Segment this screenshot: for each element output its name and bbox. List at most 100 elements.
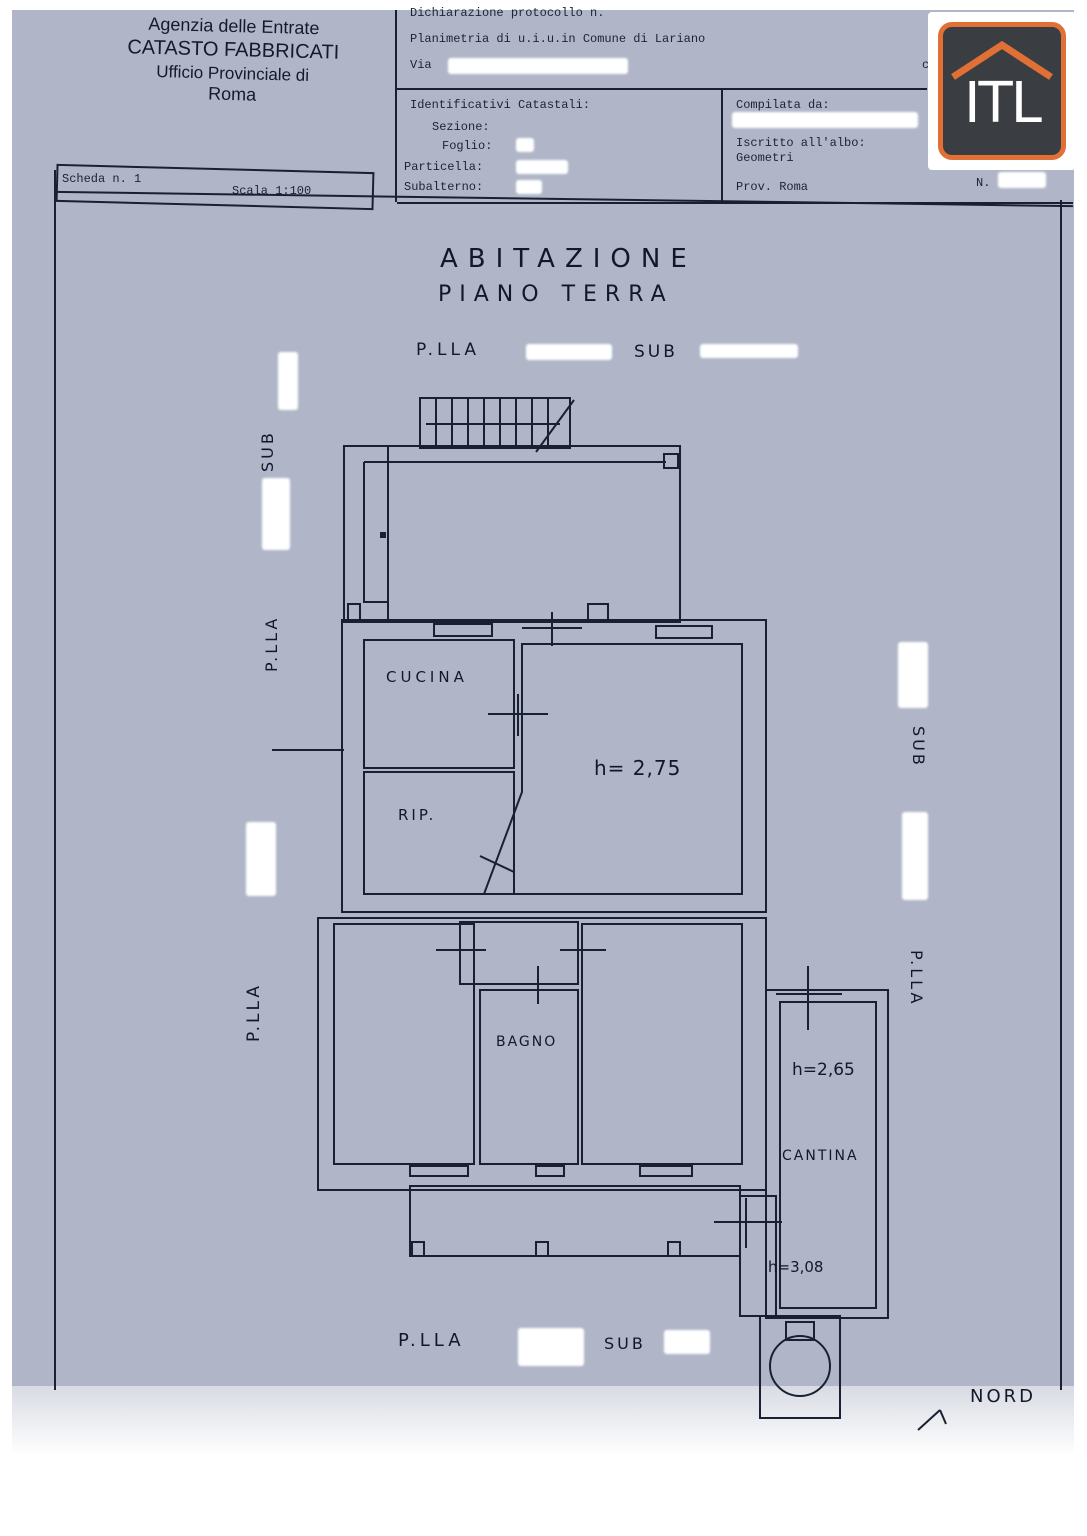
top-neighbor-sub: SUB (634, 342, 678, 362)
left-plla-lower: P.LLA (244, 983, 264, 1042)
redaction-subalterno (516, 180, 542, 194)
header-bottom-rule (397, 202, 1073, 204)
bottom-neighbor-plla: P.LLA (398, 1330, 465, 1351)
window-top-right (655, 625, 713, 639)
door-rip (479, 855, 515, 873)
identificativi-label: Identificativi Catastali: (410, 98, 591, 112)
geometri-label: Geometri (736, 151, 794, 165)
n-label: N. (976, 176, 991, 190)
porch-side-wall (343, 445, 389, 623)
well-notch (785, 1321, 815, 1341)
corridor (459, 921, 579, 985)
porch-inner-outline (363, 461, 666, 603)
redaction-top-plla (526, 344, 612, 360)
cantina-door (714, 1198, 782, 1248)
stair-door-marker (380, 532, 386, 538)
redaction-left-mid (262, 478, 290, 550)
cantina-inner (779, 1001, 877, 1309)
redaction-n (998, 172, 1046, 188)
porch-outer (343, 445, 681, 623)
redaction-right-mid (902, 812, 928, 900)
window-bottom-1 (409, 1165, 469, 1177)
north-arrow (917, 1409, 947, 1431)
lower-block-outer (317, 917, 767, 1191)
pillar-1 (663, 453, 679, 469)
redaction-bottom-sub (664, 1330, 710, 1354)
pillar-2 (347, 603, 361, 621)
room-label-bagno: BAGNO (496, 1034, 558, 1050)
left-room (333, 923, 475, 1165)
left-sub-label: SUB (258, 430, 277, 472)
corridor-doors (436, 949, 606, 1004)
stair-direction (535, 399, 575, 453)
logo-text: ITL (964, 71, 1042, 136)
top-neighbor-plla: P.LLA (416, 340, 480, 360)
cucina-room (363, 639, 515, 769)
compilata-label: Compilata da: (736, 98, 830, 112)
right-sub-label: SUB (909, 726, 928, 768)
redaction-compilata (732, 112, 918, 128)
pillar-bottom-2 (535, 1241, 549, 1257)
redaction-via (448, 58, 628, 74)
room-label-cantina: CANTINA (782, 1148, 859, 1164)
redaction-foglio (516, 138, 534, 152)
height-cantina-upper: h=2,65 (792, 1060, 855, 1080)
living-room (482, 643, 743, 895)
pillar-3 (587, 603, 609, 623)
redaction-bottom-plla (518, 1328, 584, 1366)
window-bottom-3 (639, 1165, 693, 1177)
logo-frame: ITL (938, 22, 1066, 160)
header-divider-horizontal (397, 88, 927, 90)
redaction-top-sub (700, 344, 798, 358)
right-plla-label: P.LLA (907, 950, 926, 1007)
north-label: NORD (970, 1386, 1036, 1407)
protocol-line: Dichiarazione protocollo n. (410, 6, 605, 20)
page-shadow (12, 1386, 1074, 1456)
redaction-left-lower (246, 822, 276, 896)
plan-subtitle: PIANO TERRA (438, 282, 674, 307)
cadastral-sheet (12, 10, 1074, 1390)
sezione-label: Sezione: (432, 120, 490, 134)
frame-right-rule (1060, 200, 1062, 1390)
frame-left-rule (54, 170, 56, 1390)
cantina-outer (765, 989, 889, 1319)
prov-label: Prov. Roma (736, 180, 809, 194)
height-cantina-lower: h=3,08 (768, 1258, 824, 1276)
itl-logo: ITL (928, 12, 1076, 170)
well-enclosure (759, 1315, 841, 1419)
plan-title: ABITAZIONE (440, 244, 697, 274)
via-label: Via (410, 58, 432, 72)
window-bottom-2 (535, 1165, 565, 1177)
room-label-cucina: CUCINA (386, 668, 468, 686)
well-circle (769, 1335, 831, 1397)
height-main: h= 2,75 (594, 756, 682, 780)
left-plla-upper: P.LLA (262, 615, 281, 672)
particella-label: Particella: (404, 160, 484, 174)
planimetria-line: Planimetria di u.i.u.in Comune di Larian… (410, 32, 706, 46)
scheda-number: Scheda n. 1 (62, 172, 142, 186)
staircase (419, 397, 571, 449)
pillar-bottom-3 (667, 1241, 681, 1257)
room-label-rip: RIP. (398, 806, 437, 824)
cantina-stair-box (739, 1195, 777, 1317)
iscritto-label: Iscritto all'albo: (736, 136, 866, 150)
bagno-room (479, 989, 579, 1165)
header-divider-vertical-2 (721, 90, 723, 202)
redaction-particella (516, 160, 568, 174)
bottom-porch (409, 1185, 741, 1257)
bottom-neighbor-sub: SUB (604, 1334, 646, 1353)
redaction-right-top (898, 642, 928, 708)
pillar-bottom-1 (411, 1241, 425, 1257)
rip-room (363, 771, 515, 895)
house-roof-icon (951, 40, 1053, 80)
foglio-label: Foglio: (442, 139, 493, 153)
main-block-outer (341, 619, 767, 913)
door-cucina (488, 694, 548, 736)
right-room (581, 923, 743, 1165)
subalterno-label: Subalterno: (404, 180, 484, 194)
door-top-entry (522, 612, 582, 646)
stair-treads (426, 398, 560, 448)
window-top-left (433, 623, 493, 637)
cantina-window (776, 966, 842, 1030)
